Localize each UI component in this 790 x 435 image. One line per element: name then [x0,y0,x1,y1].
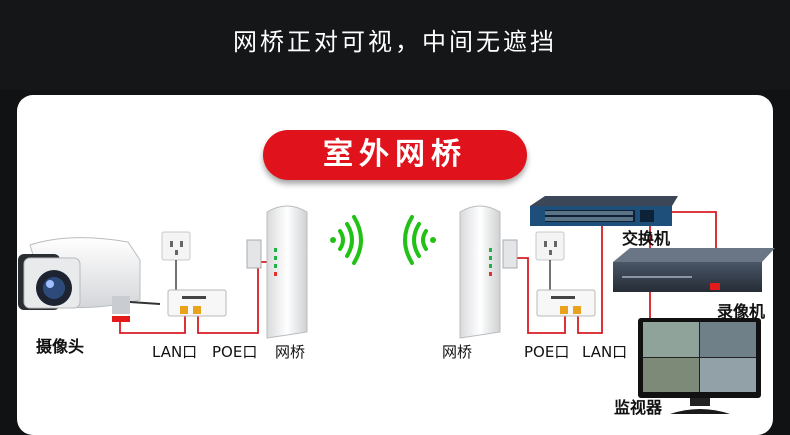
poe-injector-left-icon [168,290,226,316]
switch-label: 交换机 [622,225,670,249]
camera-icon [18,238,160,322]
bridge-left-label: 网桥 [275,341,305,362]
wifi-signal-icon [330,217,436,263]
poe-port-right-label: POE口 [524,341,569,362]
recorder-icon [613,248,775,292]
switch-icon [530,196,678,226]
lan-port-left-label: LAN口 [152,341,197,362]
poe-port-left-label: POE口 [212,341,257,362]
bridge-left-icon [247,206,307,338]
wall-socket-left-icon [162,232,190,293]
monitor-label: 监视器 [614,394,662,418]
bridge-right-label: 网桥 [442,341,472,362]
wall-socket-right-icon [536,232,564,293]
recorder-label: 录像机 [717,298,765,322]
poe-injector-right-icon [537,290,595,316]
lan-port-right-label: LAN口 [582,341,627,362]
camera-label: 摄像头 [36,333,84,357]
bridge-right-icon [460,206,517,338]
